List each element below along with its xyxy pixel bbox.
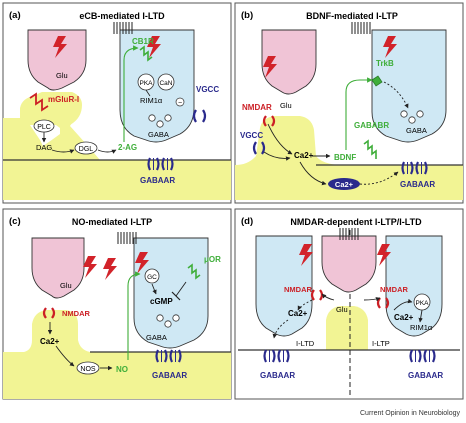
minus-label: − — [178, 100, 182, 107]
panel-c-title: NO-mediated I-LTP — [72, 217, 152, 227]
glu-label: Glu — [56, 71, 68, 80]
mor-label: μOR — [204, 255, 221, 264]
pka-label: PKA — [139, 80, 153, 87]
pka-label: PKA — [415, 300, 429, 307]
ca-label-left: Ca2+ — [288, 309, 308, 318]
gabaar-label: GABAAR — [400, 180, 435, 189]
can-node — [157, 73, 175, 91]
bdnf-label: BDNF — [334, 153, 356, 162]
dendrite — [3, 310, 231, 399]
trkb-icon — [371, 75, 383, 87]
gabaar-label-left: GABAAR — [260, 371, 295, 380]
panel-c: (c) NO-mediated I-LTP Glu NMDAR Ca2+ NOS… — [2, 208, 232, 400]
trkb-label: TrkB — [376, 59, 394, 68]
nmdar-label: NMDAR — [62, 309, 90, 318]
vgcc-label: VGCC — [240, 131, 263, 140]
panel-c-letter: (c) — [9, 216, 21, 227]
mglur-icon — [29, 92, 49, 112]
ca-node-2 — [328, 178, 360, 190]
presynaptic-terminal — [261, 29, 317, 95]
ag-label: 2-AG — [118, 143, 137, 152]
gabaar-label: GABAAR — [152, 371, 187, 380]
panel-d-letter: (d) — [241, 216, 253, 227]
postsynaptic-terminal-left — [255, 235, 313, 337]
postsynaptic-terminal — [133, 237, 209, 349]
ca-label-2: Ca2+ — [335, 180, 354, 189]
nmdar-icon — [42, 307, 56, 319]
rim-label: RIM1α — [140, 96, 163, 105]
dendrite — [235, 116, 463, 200]
rim-label: RIM1α — [410, 323, 433, 332]
glu-label: Glu — [60, 281, 72, 290]
nmdar-label-left: NMDAR — [284, 285, 312, 294]
gc-label: GC — [147, 274, 157, 281]
nos-label: NOS — [80, 366, 96, 373]
cgmp-label: cGMP — [150, 297, 173, 306]
no-retrograde-arrow — [127, 271, 141, 360]
vgcc-icon — [252, 141, 266, 155]
panel-b-title: BDNF-mediated I-LTP — [306, 11, 398, 21]
panel-d: (d) NMDAR-dependent I-LTP/I-LTD NMDAR NM… — [234, 208, 464, 400]
presynaptic-terminal — [31, 237, 85, 299]
iltd-label: I-LTD — [296, 339, 315, 348]
vgcc-icon — [192, 109, 207, 123]
mor-icon — [187, 263, 201, 280]
nmdar-label: NMDAR — [242, 103, 272, 112]
presynaptic-terminal — [27, 29, 87, 91]
postsynaptic-terminal — [371, 29, 447, 143]
dgl-node — [74, 141, 98, 155]
can-label: CaN — [159, 80, 172, 87]
ag-retrograde-arrow — [123, 45, 139, 142]
panel-d-title: NMDAR-dependent I-LTP/I-LTD — [290, 217, 422, 227]
gaba-label: GABA — [146, 333, 167, 342]
dgl-label: DGL — [79, 146, 94, 153]
panel-a-title: eCB-mediated I-LTD — [79, 11, 165, 21]
ca-label-right: Ca2+ — [394, 313, 414, 322]
glu-label: Glu — [280, 101, 292, 110]
ca-label-1: Ca2+ — [294, 151, 314, 160]
postsynaptic-terminal-right — [385, 235, 443, 337]
dag-label: DAG — [36, 143, 52, 152]
panel-b: (b) BDNF-mediated I-LTP NMDAR Glu VGCC C… — [234, 2, 464, 204]
panel-a-letter: (a) — [9, 10, 21, 21]
cb1r-icon — [139, 45, 153, 62]
ca-label: Ca2+ — [40, 337, 60, 346]
no-label: NO — [116, 365, 128, 374]
gababr-label: GABABR — [354, 121, 389, 130]
gabaar-label: GABAAR — [140, 176, 175, 185]
panel-a: (a) eCB-mediated I-LTD Glu mGluR-I PLC D… — [2, 2, 232, 204]
plc-label: PLC — [37, 124, 51, 131]
bdnf-retrograde-arrow — [345, 77, 373, 150]
dendrite-shaft — [3, 96, 231, 200]
gababr-icon — [363, 139, 377, 159]
glu-label: Glu — [336, 305, 348, 314]
dendrite — [326, 306, 368, 350]
iltp-label: I-LTP — [372, 339, 390, 348]
gaba-label: GABA — [148, 130, 169, 139]
postsynaptic-terminal — [119, 29, 195, 143]
nmdar-label-right: NMDAR — [380, 285, 408, 294]
presynaptic-terminal — [321, 235, 377, 293]
panel-b-letter: (b) — [241, 10, 253, 21]
nos-node — [76, 361, 100, 375]
gabaar-label-right: GABAAR — [408, 371, 443, 380]
nmdar-icon — [262, 115, 276, 127]
credit-line: Current Opinion in Neurobiology — [360, 410, 460, 417]
minus-node — [175, 97, 185, 107]
gc-node — [144, 268, 160, 284]
cb1r-label: CB1R — [132, 37, 154, 46]
gaba-label: GABA — [406, 126, 427, 135]
vgcc-label: VGCC — [196, 85, 219, 94]
mglur-label: mGluR-I — [48, 95, 79, 104]
